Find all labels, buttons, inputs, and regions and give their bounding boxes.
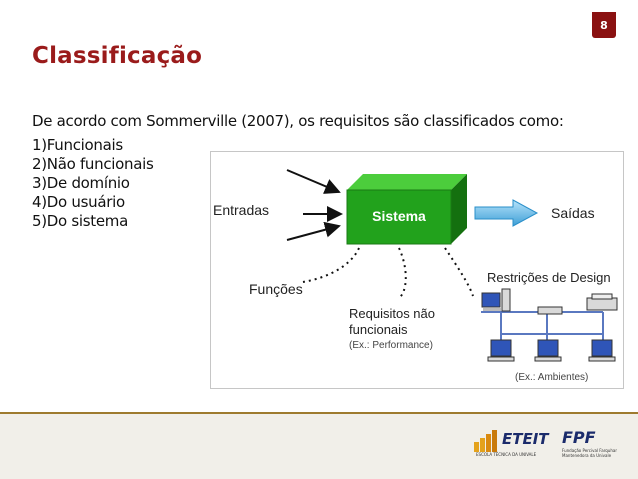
switch-icon (537, 306, 563, 315)
design-connector (444, 247, 474, 297)
design-label: Restrições de Design (487, 270, 611, 285)
list-item: 3)De domínio (32, 174, 130, 192)
system-label: Sistema (372, 208, 426, 224)
network-illustration (481, 288, 618, 362)
functions-connector (302, 247, 360, 283)
fpf-caption-line: Fundação Percival Farquhar (562, 448, 617, 453)
output-arrow (474, 199, 539, 227)
footer: ETEIT ESCOLA TÉCNICA DA UNIVALE FPF Fund… (0, 414, 638, 479)
input-arrow (286, 169, 341, 194)
page-number-badge: 8 (592, 12, 616, 38)
computer-icon (588, 339, 616, 362)
system-box-top (347, 174, 467, 190)
slide-title: Classificação (32, 43, 203, 69)
input-arrow (286, 221, 341, 241)
functions-label: Funções (249, 281, 303, 297)
fpf-name: FPF (562, 428, 596, 447)
list-item: 2)Não funcionais (32, 155, 154, 173)
system-box-front (346, 189, 452, 245)
input-label: Entradas (213, 202, 269, 218)
footer-divider (0, 412, 638, 414)
computer-icon (481, 288, 511, 312)
eteit-logo: ETEIT ESCOLA TÉCNICA DA UNIVALE (474, 428, 549, 464)
nonfunctional-connector (398, 247, 407, 299)
computer-icon (534, 339, 562, 362)
nonfunctional-label: funcionais (349, 322, 408, 337)
system-diagram: Entradas Sistema Saídas Funções Requisit… (210, 151, 624, 389)
environment-example: (Ex.: Ambientes) (515, 372, 588, 383)
output-label: Saídas (551, 205, 595, 221)
fpf-caption-line: Mantenedora da Univale (562, 453, 612, 458)
eteit-name: ETEIT (502, 430, 549, 448)
system-box: Sistema (346, 174, 467, 245)
classification-list: 1)Funcionais 2)Não funcionais 3)De domín… (32, 136, 154, 231)
nonfunctional-example: (Ex.: Performance) (349, 340, 433, 351)
system-box-side (451, 174, 467, 244)
eteit-bars-icon (474, 430, 497, 452)
list-item: 4)Do usuário (32, 193, 125, 211)
list-item: 1)Funcionais (32, 136, 123, 154)
computer-icon (487, 339, 515, 362)
intro-text: De acordo com Sommerville (2007), os req… (32, 112, 564, 130)
diagram-canvas: Entradas Sistema Saídas Funções Requisit… (213, 169, 618, 383)
nonfunctional-label: Requisitos não (349, 306, 435, 321)
fpf-logo: FPF Fundação Percival Farquhar Mantenedo… (560, 428, 626, 464)
list-item: 5)Do sistema (32, 212, 129, 230)
printer-icon (586, 293, 618, 311)
fpf-caption: Fundação Percival Farquhar Mantenedora d… (562, 448, 617, 458)
eteit-caption: ESCOLA TÉCNICA DA UNIVALE (476, 452, 537, 457)
